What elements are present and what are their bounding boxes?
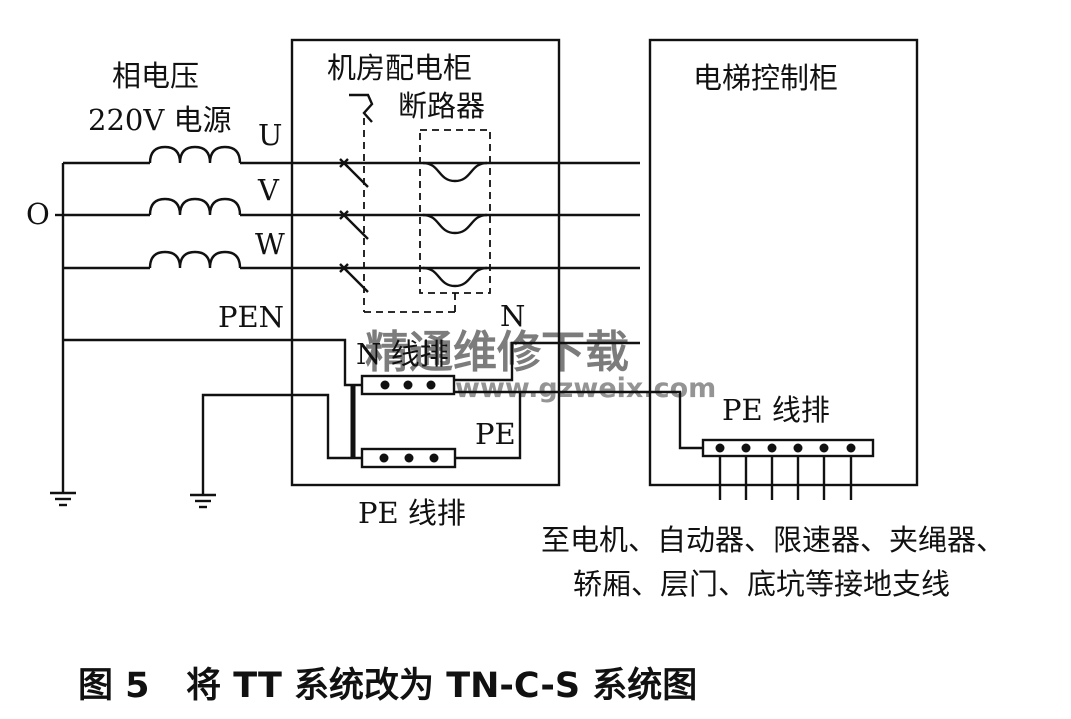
breaker-handle-icon: [349, 93, 374, 123]
pe-small-label: PE: [475, 417, 516, 451]
source-label-line1: 相电压: [112, 59, 199, 93]
n-out-line: [454, 341, 640, 382]
phase-u-label: U: [258, 118, 282, 152]
pen-line: [63, 338, 362, 387]
pe-earth-line: [201, 393, 362, 495]
elevator-control-cabinet-title: 电梯控制柜: [693, 61, 838, 95]
n-busbar: [360, 374, 456, 396]
n-out-label: N: [500, 299, 525, 333]
watermark-text: 精通维修下载: [365, 327, 629, 378]
pe-busbar-bottom-label: PE 线排: [358, 496, 466, 530]
phase-v-line: [63, 197, 640, 217]
breaker-label: 断路器: [398, 89, 485, 123]
phase-w-label: W: [255, 227, 285, 261]
elevator-control-cabinet: 电梯控制柜 PE 线排: [648, 38, 919, 500]
machine-room-cabinet: 机房配电柜 断路器 N 线排: [290, 38, 703, 530]
pe-loop-line: [455, 392, 522, 460]
figure-caption: 图 5 将 TT 系统改为 TN-C-S 系统图: [78, 666, 697, 706]
machine-room-cabinet-title: 机房配电柜: [327, 51, 472, 85]
grounding-branch-lines: [718, 456, 853, 500]
phase-v-label: V: [257, 173, 280, 207]
pe-busbar-right-label: PE 线排: [722, 393, 830, 427]
source-section: 相电压 220V 电源 U V W O PEN: [26, 59, 640, 509]
machine-room-cabinet-box: [290, 38, 561, 487]
pe-busbar-right: [701, 438, 875, 458]
pen-label: PEN: [218, 300, 284, 334]
elevator-control-cabinet-box: [648, 38, 919, 487]
ground-icon: [190, 493, 216, 509]
neutral-point-label: O: [26, 197, 50, 231]
n-busbar-label: N 线排: [356, 337, 449, 371]
pe-out-line: [454, 390, 703, 450]
trip-coils: [422, 161, 488, 288]
branch-description-line1: 至电机、自动器、限速器、夹绳器、: [541, 523, 1005, 557]
watermark-url: www.gzweix.com: [455, 373, 716, 404]
branch-description-line2: 轿厢、层门、底坑等接地支线: [573, 567, 950, 601]
pe-busbar: [360, 447, 457, 469]
ground-icon: [50, 491, 76, 507]
phase-w-line: [63, 250, 640, 270]
source-label-line2: 220V 电源: [88, 103, 232, 137]
phase-u-line: [63, 145, 640, 165]
